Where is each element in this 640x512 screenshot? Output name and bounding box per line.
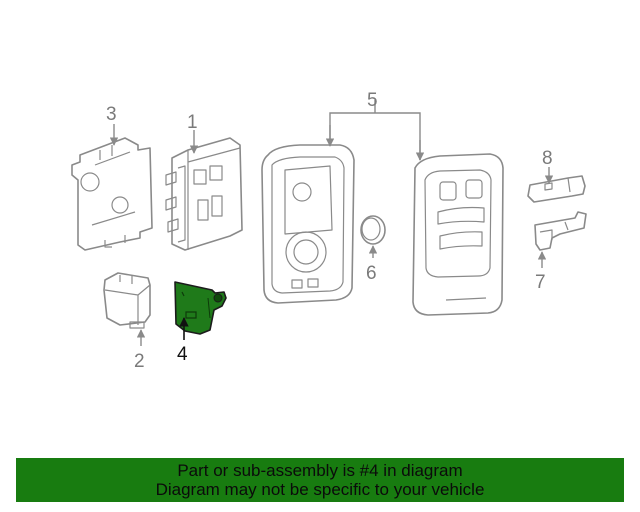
callout-7: 7 <box>535 272 546 293</box>
callout-4: 4 <box>177 344 188 365</box>
callout-6: 6 <box>366 263 377 284</box>
part-8-key-insert[interactable] <box>527 175 586 203</box>
banner-line-disclaimer: Diagram may not be specific to your vehi… <box>155 480 485 499</box>
part-5-fob-front[interactable] <box>412 153 504 316</box>
parts-diagram: 3 1 2 4 5 6 8 7 <box>71 90 587 372</box>
callout-3: 3 <box>106 104 117 125</box>
part-7-key-blade[interactable] <box>534 211 587 251</box>
part-3-bracket[interactable] <box>71 137 153 251</box>
part-5-fob-back[interactable] <box>261 144 355 304</box>
part-6-battery[interactable] <box>360 215 386 245</box>
banner-line-part: Part or sub-assembly is #4 in diagram <box>177 461 463 480</box>
callout-1: 1 <box>187 112 198 133</box>
leader-lines <box>109 100 554 346</box>
part-2-connector[interactable] <box>103 272 151 329</box>
info-banner: Part or sub-assembly is #4 in diagram Di… <box>16 458 624 502</box>
part-4-highlighted-module[interactable] <box>174 281 227 335</box>
callout-5: 5 <box>367 90 378 111</box>
callout-8: 8 <box>542 148 553 169</box>
part-1-module[interactable] <box>165 137 243 251</box>
callout-2: 2 <box>134 351 145 372</box>
